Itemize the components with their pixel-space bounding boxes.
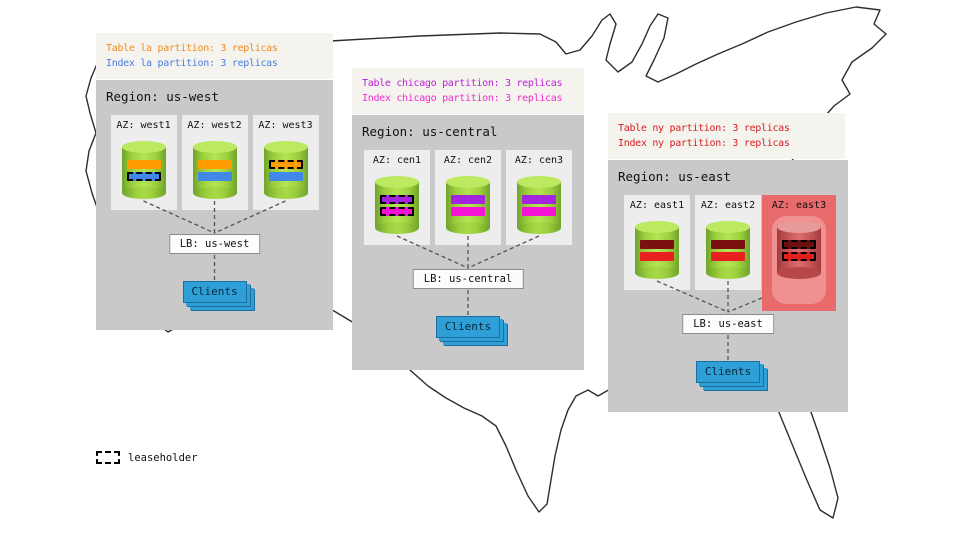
legend: leaseholder: [96, 451, 198, 464]
note-line: Index chicago partition: 3 replicas: [362, 93, 563, 104]
az-label: AZ: west3: [258, 120, 313, 131]
az-label: AZ: east3: [771, 200, 827, 211]
region-us-east: Region: us-east AZ: east1 AZ: east2: [608, 160, 848, 412]
table-replica-bar: [268, 160, 303, 169]
table-replica-bar: [197, 160, 232, 169]
cylinder-body: [706, 227, 750, 273]
cylinder-bottom: [706, 267, 750, 279]
index-replica-bar: [268, 172, 303, 181]
table-replica-bar: [451, 195, 485, 204]
cylinder-bottom: [192, 187, 237, 199]
cylinder-body: [121, 147, 166, 193]
region-us-west: Region: us-west AZ: west1 AZ: west2: [96, 80, 333, 330]
az-east2: AZ: east2: [695, 195, 761, 290]
partition-note-west: Table la partition: 3 replicas Index la …: [96, 33, 333, 79]
az-label: AZ: cen1: [372, 155, 422, 166]
cylinder-top: [375, 176, 419, 188]
db-cylinder: [446, 176, 490, 234]
cylinder-top: [706, 221, 750, 233]
table-replica-bar: [126, 160, 161, 169]
partition-note-east: Table ny partition: 3 replicas Index ny …: [608, 113, 845, 159]
cylinder-top: [263, 141, 308, 153]
az-cen2: AZ: cen2: [435, 150, 501, 245]
az-label: AZ: east1: [629, 200, 685, 211]
cylinder-body: [777, 227, 821, 273]
az-west3: AZ: west3: [252, 115, 319, 210]
db-cylinder: [777, 221, 821, 279]
cylinder-bottom: [777, 267, 821, 279]
index-replica-bar: [451, 207, 485, 216]
index-replica-bar: [380, 207, 414, 216]
index-replica-bar: [522, 207, 556, 216]
db-cylinder: [517, 176, 561, 234]
db-cylinder: [635, 221, 679, 279]
cylinder-body: [517, 182, 561, 228]
note-line: Index ny partition: 3 replicas: [618, 138, 790, 149]
az-east1: AZ: east1: [624, 195, 690, 290]
db-cylinder: [375, 176, 419, 234]
az-west2: AZ: west2: [181, 115, 248, 210]
load-balancer-box: LB: us-west: [168, 234, 261, 254]
db-cylinder: [121, 141, 166, 199]
cylinder-body: [192, 147, 237, 193]
az-row: AZ: west1 AZ: west2: [96, 115, 333, 210]
cylinder-top: [635, 221, 679, 233]
note-line: Index la partition: 3 replicas: [106, 58, 278, 69]
index-replica-bar: [711, 252, 745, 261]
cylinder-bottom: [517, 222, 561, 234]
cylinder-body: [263, 147, 308, 193]
note-line: Table chicago partition: 3 replicas: [362, 78, 563, 89]
index-replica-bar: [126, 172, 161, 181]
load-balancer-box: LB: us-central: [412, 269, 524, 289]
legend-label: leaseholder: [128, 451, 198, 464]
az-row: AZ: cen1 AZ: cen2: [352, 150, 584, 245]
az-cen1: AZ: cen1: [364, 150, 430, 245]
db-cylinder: [192, 141, 237, 199]
table-replica-bar: [711, 240, 745, 249]
note-line: Table ny partition: 3 replicas: [618, 123, 790, 134]
cylinder-top: [517, 176, 561, 188]
cylinder-bottom: [375, 222, 419, 234]
az-cen3: AZ: cen3: [506, 150, 572, 245]
index-replica-bar: [640, 252, 674, 261]
region-title: Region: us-central: [362, 124, 498, 139]
az-label: AZ: cen2: [443, 155, 493, 166]
partition-note-central: Table chicago partition: 3 replicas Inde…: [352, 68, 584, 114]
clients-box: Clients: [182, 281, 247, 303]
cylinder-body: [375, 182, 419, 228]
leaseholder-swatch-icon: [96, 451, 120, 464]
clients-box: Clients: [696, 361, 760, 383]
az-label: AZ: cen3: [514, 155, 564, 166]
cylinder-body: [446, 182, 490, 228]
cylinder-top: [446, 176, 490, 188]
db-cylinder: [706, 221, 750, 279]
cylinder-bottom: [446, 222, 490, 234]
clients-box: Clients: [436, 316, 500, 338]
az-east3: AZ: east3: [762, 195, 836, 311]
index-replica-bar: [782, 252, 816, 261]
cylinder-bottom: [635, 267, 679, 279]
cylinder-body: [635, 227, 679, 273]
cylinder-top: [777, 221, 821, 233]
region-title: Region: us-east: [618, 169, 731, 184]
az-label: AZ: east2: [700, 200, 756, 211]
table-replica-bar: [522, 195, 556, 204]
region-title: Region: us-west: [106, 89, 219, 104]
db-cylinder: [263, 141, 308, 199]
az-row: AZ: east1 AZ: east2: [608, 195, 848, 311]
az-west1: AZ: west1: [110, 115, 177, 210]
load-balancer-box: LB: us-east: [682, 314, 774, 334]
cylinder-top: [192, 141, 237, 153]
table-replica-bar: [380, 195, 414, 204]
table-replica-bar: [782, 240, 816, 249]
az-label: AZ: west2: [187, 120, 242, 131]
cylinder-top: [121, 141, 166, 153]
index-replica-bar: [197, 172, 232, 181]
cylinder-bottom: [121, 187, 166, 199]
note-line: Table la partition: 3 replicas: [106, 43, 278, 54]
cylinder-bottom: [263, 187, 308, 199]
table-replica-bar: [640, 240, 674, 249]
az-label: AZ: west1: [116, 120, 171, 131]
region-us-central: Region: us-central AZ: cen1 AZ: cen2: [352, 115, 584, 370]
